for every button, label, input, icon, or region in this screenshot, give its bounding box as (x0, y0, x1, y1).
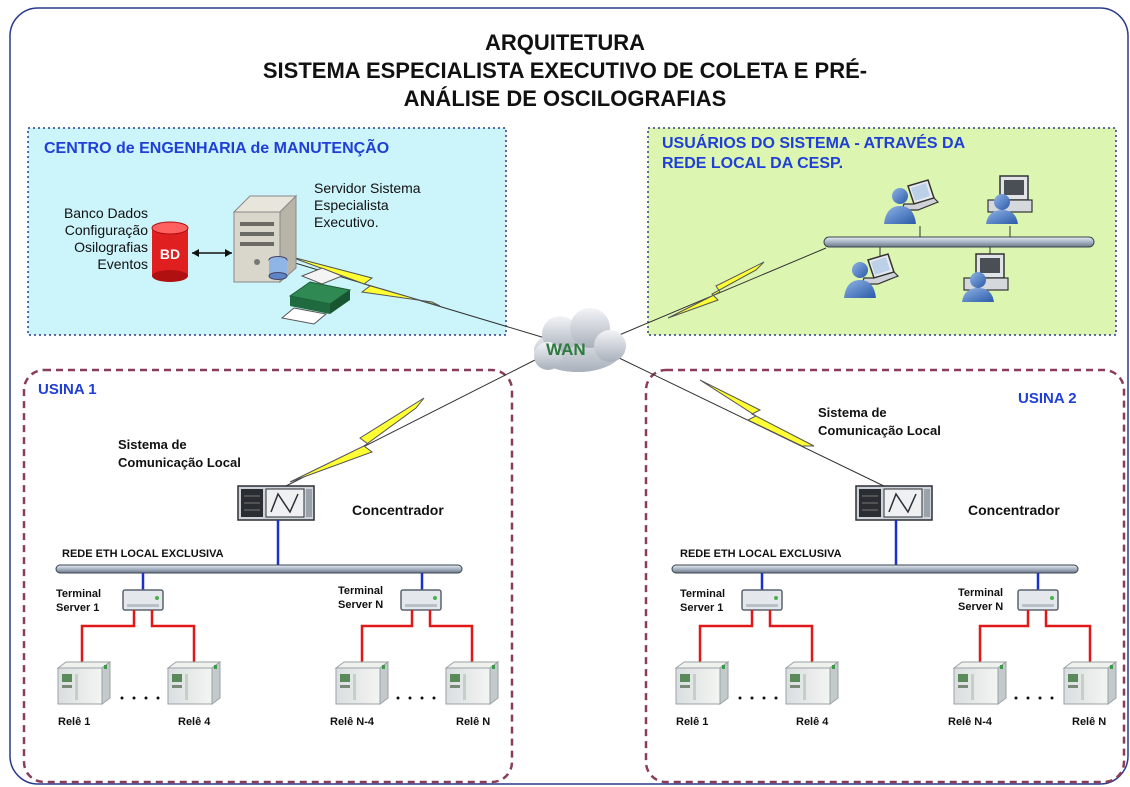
lightning-users (667, 261, 765, 319)
usina2-title: USINA 2 (1018, 390, 1077, 407)
usina1-relay-4-label: Relê 4 (178, 716, 211, 728)
usina2-eth-bar (671, 564, 1079, 574)
usina1-relay-1-icon (57, 661, 111, 705)
usina2-terminal-server-1-icon (741, 589, 783, 611)
usina2-ts1-line: Terminal (680, 588, 726, 600)
usina1-concentrator-icon (237, 485, 315, 521)
usina1-ts1-line: Terminal (56, 588, 102, 600)
usina2-concentrator-label: Concentrador (968, 502, 1060, 518)
usina1-network-label: REDE ETH LOCAL EXCLUSIVA (62, 548, 224, 560)
usina1-relay-n-icon (445, 661, 499, 705)
db-label-line: Eventos (97, 256, 148, 272)
usina2-ts1-line: Server 1 (680, 602, 724, 614)
usina1-relay-4-icon (167, 661, 221, 705)
usina1-comm-line: Sistema de (118, 437, 187, 452)
usina2-relay-1-icon (675, 661, 729, 705)
usina1-area (22, 368, 514, 784)
server-label: Servidor Sistema Especialista Executivo. (314, 180, 421, 231)
printer-icon (280, 267, 352, 325)
lightning-usina2 (699, 379, 815, 447)
engineering-area (27, 127, 507, 336)
usina2-comm-line: Comunicação Local (818, 423, 941, 438)
title-line-3: ANÁLISE DE OSCILOGRAFIAS (403, 86, 727, 111)
server-label-line: Executivo. (314, 214, 379, 230)
db-label-line: Banco Dados (63, 205, 148, 221)
usina1-relay-n4-icon (335, 661, 389, 705)
wan-label: WAN (546, 340, 586, 359)
database-icon (151, 221, 189, 282)
usina1-ts1-label: Terminal Server 1 (56, 587, 101, 615)
usina2-area (644, 368, 1126, 784)
usina2-relay-n4-label: Relê N-4 (948, 716, 993, 728)
usina1-relay-1-label: Relê 1 (58, 716, 91, 728)
usina1-ts1-line: Server 1 (56, 602, 100, 614)
users-area (647, 127, 1117, 336)
usina2-comm-line: Sistema de (818, 405, 887, 420)
title-line-1: ARQUITETURA (484, 30, 646, 55)
usina2-relay-4-label: Relê 4 (796, 716, 829, 728)
usina2-comm-label: Sistema de Comunicação Local (818, 404, 941, 440)
usina2-network-label: REDE ETH LOCAL EXCLUSIVA (680, 548, 842, 560)
lightning-server (287, 255, 441, 307)
usina1-comm-line: Comunicação Local (118, 455, 241, 470)
users-lan-bar (823, 236, 1095, 248)
server-tower-icon (232, 194, 298, 284)
usina1-tsn-line: Terminal (338, 585, 384, 597)
usina1-tsn-line: Server N (338, 599, 384, 611)
db-badge: BD (159, 246, 181, 262)
usina2-relay-n4-icon (953, 661, 1007, 705)
server-label-line: Especialista (314, 197, 389, 213)
lightning-usina1 (289, 397, 425, 483)
usina2-ts1-label: Terminal Server 1 (680, 587, 725, 615)
engineering-title: CENTRO de ENGENHARIA de MANUTENÇÃO (44, 140, 390, 157)
usina2-relay-n-icon (1063, 661, 1117, 705)
usina1-terminal-server-1-icon (122, 589, 164, 611)
users-title-line: USUÁRIOS DO SISTEMA - ATRAVÉS DA (662, 135, 966, 152)
title-line-2: SISTEMA ESPECIALISTA EXECUTIVO DE COLETA… (262, 58, 868, 83)
wan-cloud (534, 308, 626, 372)
usina2-relay-n-label: Relê N (1072, 716, 1107, 728)
users-title-line: REDE LOCAL DA CESP. (662, 155, 844, 172)
users-title: USUÁRIOS DO SISTEMA - ATRAVÉS DA REDE LO… (662, 134, 965, 174)
usina1-relay-n4-label: Relê N-4 (330, 716, 375, 728)
usina1-eth-bar (55, 564, 463, 574)
usina1-title: USINA 1 (38, 381, 97, 398)
usina1-tsn-label: Terminal Server N (338, 584, 383, 612)
usina2-concentrator-icon (855, 485, 933, 521)
usina2-relay-4-icon (785, 661, 839, 705)
server-label-line: Servidor Sistema (314, 180, 421, 196)
usina1-terminal-server-n-icon (400, 589, 442, 611)
usina1-concentrator-label: Concentrador (352, 502, 444, 518)
usina1-dots (120, 696, 436, 700)
db-label-line: Configuração (64, 222, 148, 238)
usina2-tsn-line: Server N (958, 601, 1004, 613)
db-label: Banco Dados Configuração Osilografias Ev… (40, 205, 148, 273)
db-label-line: Osilografias (74, 239, 148, 255)
outer-frame (9, 7, 1129, 785)
usina2-tsn-label: Terminal Server N (958, 586, 1003, 614)
usina2-tsn-line: Terminal (958, 587, 1004, 599)
usina2-relay-1-label: Relê 1 (676, 716, 709, 728)
usina1-relay-n-label: Relê N (456, 716, 491, 728)
usina2-terminal-server-n-icon (1017, 589, 1059, 611)
usina1-comm-label: Sistema de Comunicação Local (118, 436, 241, 472)
usina2-dots (738, 696, 1054, 700)
